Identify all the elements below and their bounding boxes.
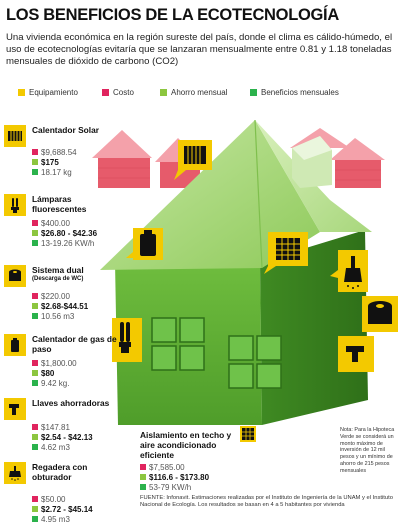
item-name: Calentador Solar <box>32 125 100 135</box>
house-illustration <box>92 119 398 425</box>
legend-label: Ahorro mensual <box>171 88 228 97</box>
item-benefit: 4.62 m3 <box>32 442 132 452</box>
note-text: Nota: Para la Hipoteca Verde se consider… <box>340 427 395 474</box>
insulation-badge <box>264 232 308 274</box>
intro-text: Una vivienda económica en la región sure… <box>6 32 393 67</box>
faucet-icon <box>4 398 26 420</box>
faucet-badge <box>338 336 374 372</box>
item-name: Aislamiento en techo y aire acondicionad… <box>140 430 232 460</box>
legend-item-ahorro: Ahorro mensual <box>160 88 227 97</box>
item-saving: $80 <box>32 368 132 378</box>
house-front-wall <box>115 262 262 425</box>
toilet-icon <box>4 265 26 287</box>
lamp-icon <box>4 194 26 216</box>
legend: Equipamiento Costo Ahorro mensual Benefi… <box>10 88 395 102</box>
item-saving: $175 <box>32 157 132 167</box>
legend-swatch <box>102 89 109 96</box>
item-saving: $2.68-$44.51 <box>32 301 132 311</box>
shower-icon <box>4 462 26 484</box>
item-name: Regadera con obturador <box>32 462 88 482</box>
legend-swatch <box>160 89 167 96</box>
item-name: Calentador de gas de paso <box>32 334 117 354</box>
lamp-badge <box>112 318 142 362</box>
toilet-roll-badge <box>362 296 398 332</box>
item-saving: $116.6 - $173.80 <box>140 472 240 482</box>
item-saving: $2.54 - $42.13 <box>32 432 132 442</box>
item-name: Llaves ahorradoras <box>32 398 110 408</box>
legend-label: Beneficios mensuales <box>261 88 339 97</box>
item-cost: $147.81 <box>32 422 132 432</box>
item-saving: $26.80 - $42.36 <box>32 228 132 238</box>
page-title: LOS BENEFICIOS DE LA ECOTECNOLOGÍA <box>6 6 339 24</box>
item-benefit: 4.95 m3 <box>32 514 132 523</box>
legend-item-beneficios: Beneficios mensuales <box>250 88 339 97</box>
item-benefit: 53-79 KW/h <box>140 482 240 492</box>
source-footer: FUENTE: Infonavit. Estimaciones realizad… <box>140 495 393 508</box>
gas-heater-badge <box>133 228 163 260</box>
item-subtitle: (Descarga de WC) <box>32 276 84 282</box>
insulation-icon <box>240 426 256 442</box>
chimney <box>292 136 332 188</box>
item-benefit: 10.56 m3 <box>32 311 132 321</box>
house-window-left <box>151 317 205 371</box>
item-cost: $400.00 <box>32 218 132 228</box>
item-benefit: 18.17 kg <box>32 167 132 177</box>
legend-item-equipamiento: Equipamiento <box>18 88 78 97</box>
pink-house-left <box>92 130 152 188</box>
item-benefit: 13-19.26 KW/h <box>32 238 132 248</box>
legend-item-costo: Costo <box>102 88 134 97</box>
house-roof-side <box>255 120 372 232</box>
item-cost: $1,800.00 <box>32 358 132 368</box>
item-name: Sistema dual(Descarga de WC) <box>32 265 128 283</box>
gas-heater-icon <box>4 334 26 356</box>
item-saving: $2.72 - $45.14 <box>32 504 132 514</box>
item-aislamiento: Aislamiento en techo y aire acondicionad… <box>140 426 280 492</box>
legend-swatch <box>18 89 25 96</box>
item-cost: $7,585.00 <box>140 462 240 472</box>
item-cost: $9,688.54 <box>32 147 132 157</box>
item-cost: $220.00 <box>32 291 132 301</box>
item-name: Lámparas fluorescentes <box>32 194 87 214</box>
item-benefit: 9.42 kg. <box>32 378 132 388</box>
legend-label: Equipamiento <box>29 88 78 97</box>
solar-heater-badge <box>174 140 212 180</box>
shower-badge <box>338 250 368 292</box>
house-window-right <box>228 335 282 389</box>
item-cost: $50.00 <box>32 494 132 504</box>
legend-swatch <box>250 89 257 96</box>
solar-heater-icon <box>4 125 26 147</box>
legend-label: Costo <box>113 88 134 97</box>
